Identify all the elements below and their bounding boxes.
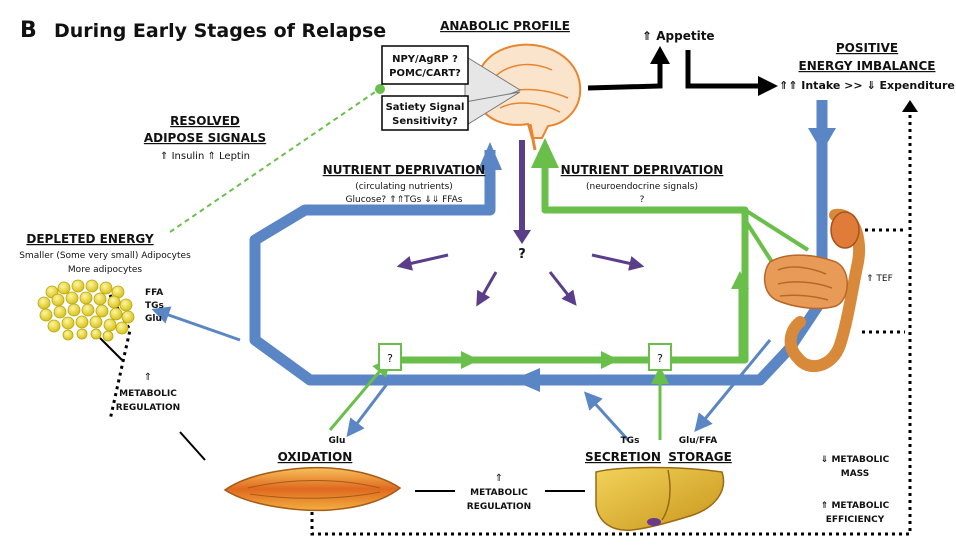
anabolic-profile-heading: ANABOLIC PROFILE xyxy=(440,19,570,33)
muscle-icon xyxy=(223,466,402,512)
blue-up-arrowhead xyxy=(478,142,502,170)
metreg-bottom-arrow: ⇑ xyxy=(495,473,503,484)
energy-right-arrowhead xyxy=(758,76,778,96)
junction-right-label: ? xyxy=(657,352,663,365)
junction-box-left xyxy=(378,343,402,371)
appetite-label: ⇑ Appetite xyxy=(642,29,715,43)
nutrient-left-line3: Glucose? ⇑⇑TGs ⇓⇓ FFAs xyxy=(346,195,463,205)
nutrient-left-line2: (circulating nutrients) xyxy=(355,182,453,192)
blue-thin-arrows xyxy=(151,306,772,442)
center-question: ? xyxy=(518,247,526,262)
depleted-energy-line2: Smaller (Some very small) Adipocytes xyxy=(19,251,191,261)
adipose-ffa: FFA xyxy=(145,288,163,298)
hypothalamic-peptides-box xyxy=(381,45,469,85)
adipose-tgs: TGs xyxy=(145,301,164,311)
metabolic-mass-line2: MASS xyxy=(841,469,869,479)
signal-dot xyxy=(375,84,385,94)
box1-line1: NPY/AgRP ? xyxy=(392,54,458,65)
adipose-brain-signal xyxy=(169,89,379,233)
box2-line2: Sensitivity? xyxy=(392,116,458,127)
appetite-up-arrowhead xyxy=(650,46,670,64)
box2-line1: Satiety Signal xyxy=(386,102,465,113)
resolved-line1: RESOLVED xyxy=(170,114,240,128)
secretion-label: SECRETION xyxy=(585,450,661,464)
secretion-tgs: TGs xyxy=(621,436,640,446)
metreg-left-arrow: ⇑ xyxy=(144,372,152,383)
junction-box-right xyxy=(648,343,672,371)
oxidation-glu: Glu xyxy=(329,436,346,446)
panel-letter: B xyxy=(20,18,37,43)
liver-icon xyxy=(595,466,725,531)
metabolic-efficiency-line2: EFFICIENCY xyxy=(826,515,885,525)
metabolic-mass-line1: ⇓ METABOLIC xyxy=(821,455,890,465)
appetite-arrows xyxy=(587,50,760,91)
purple-down-arrowhead xyxy=(513,230,531,244)
blue-down-arrowhead xyxy=(808,128,836,152)
metreg-bottom-line1: METABOLIC xyxy=(470,488,528,498)
metreg-bottom-line2: REGULATION xyxy=(467,502,531,512)
tef-label: ⇑ TEF xyxy=(866,274,893,284)
metabolic-efficiency-line1: ⇑ METABOLIC xyxy=(821,501,890,511)
positive-energy-line1: POSITIVE xyxy=(836,41,898,55)
purple-diffuse-arrows xyxy=(396,253,645,307)
adipose-tissue-icon xyxy=(37,279,135,342)
positive-energy-line2: ENERGY IMBALANCE xyxy=(799,59,936,73)
nutrient-right-line2: (neuroendocrine signals) xyxy=(586,182,698,192)
storage-label: STORAGE xyxy=(668,450,732,464)
depleted-energy-line3: More adipocytes xyxy=(68,265,142,275)
nutrient-left-heading: NUTRIENT DEPRIVATION xyxy=(323,163,486,177)
metreg-left-line2: REGULATION xyxy=(116,403,180,413)
green-up-arrowhead xyxy=(531,138,559,168)
brain-icon xyxy=(475,43,582,151)
metreg-left-line1: METABOLIC xyxy=(119,389,177,399)
blue-left-arrowhead xyxy=(512,368,540,392)
junction-left-label: ? xyxy=(387,352,393,365)
dotted-connectors xyxy=(108,108,912,536)
regulation-connectors xyxy=(99,337,585,492)
nutrient-right-line3: ? xyxy=(640,195,645,205)
satiety-box xyxy=(381,95,469,131)
depleted-energy-heading: DEPLETED ENERGY xyxy=(26,232,154,246)
resolved-line2: ADIPOSE SIGNALS xyxy=(144,131,266,145)
storage-glufa: Glu/FFA xyxy=(679,436,717,446)
green-neuroendocrine-path xyxy=(328,160,810,440)
blue-circulation-loop xyxy=(249,110,828,386)
nutrient-right-heading: NUTRIENT DEPRIVATION xyxy=(561,163,724,177)
gastrointestinal-tract-icon xyxy=(763,208,866,372)
dotted-up-arrowhead xyxy=(902,100,918,112)
panel-title: During Early Stages of Relapse xyxy=(54,20,386,42)
positive-energy-line3: ⇑⇑ Intake >> ⇓ Expenditure xyxy=(779,79,955,92)
adipose-glu: Glu xyxy=(145,314,162,324)
resolved-line3: ⇑ Insulin ⇑ Leptin xyxy=(160,151,250,162)
oxidation-label: OXIDATION xyxy=(278,450,353,464)
box1-line2: POMC/CART? xyxy=(389,68,461,79)
